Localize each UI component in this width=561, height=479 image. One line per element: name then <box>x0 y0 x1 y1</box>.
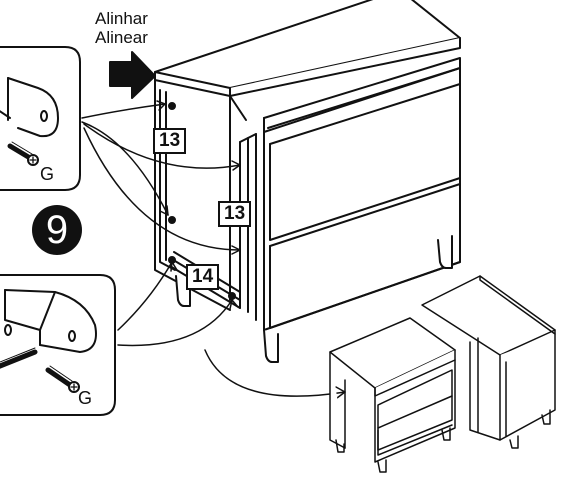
detail-callout-bottom <box>0 274 116 416</box>
main-cabinet <box>154 0 461 363</box>
align-arrow <box>109 51 156 99</box>
step-number-badge: 9 <box>32 205 82 255</box>
part-badge-13-left: 13 <box>153 128 187 154</box>
part-badge-14: 14 <box>186 264 220 290</box>
screw-code-top: G <box>40 164 55 184</box>
assembled-cabinets <box>329 275 556 473</box>
align-label-es: Alinear <box>95 28 148 47</box>
screw-code-bottom: G <box>78 388 93 408</box>
align-label-pt: Alinhar <box>95 9 148 28</box>
detail-callout-top <box>0 46 81 191</box>
part-badge-13-right: 13 <box>218 201 252 227</box>
pointer-lines-top <box>81 100 241 255</box>
result-arrow <box>204 349 346 397</box>
screw-icon-bottom <box>45 365 80 393</box>
screw-icon-top <box>7 141 39 166</box>
pointer-lines-bottom <box>117 261 239 347</box>
